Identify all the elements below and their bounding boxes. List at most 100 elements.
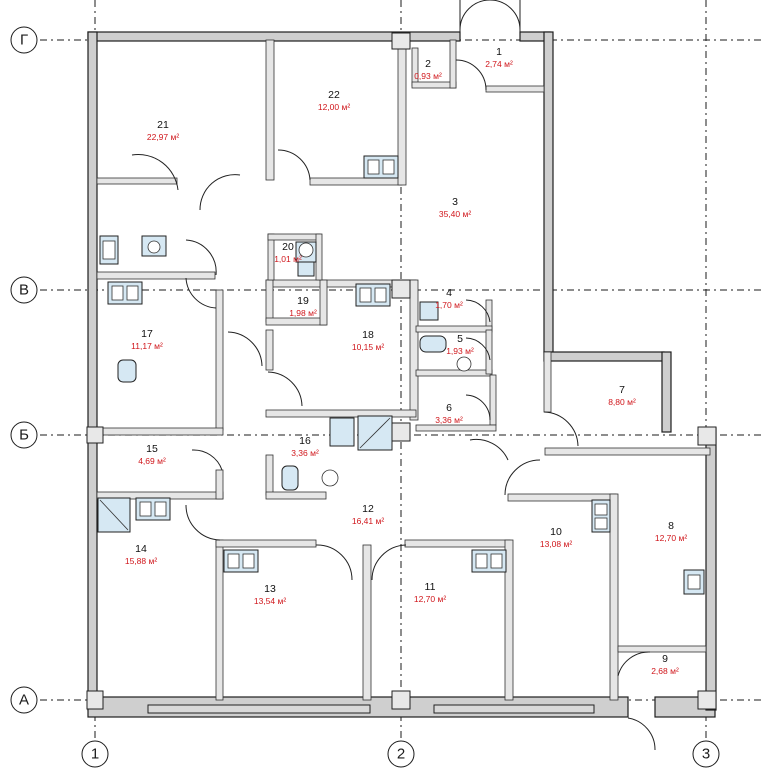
door-swing xyxy=(465,299,491,323)
sink-bowl xyxy=(321,469,339,487)
partition-5-right xyxy=(485,329,493,375)
axis-label-a: А xyxy=(19,692,29,709)
partition-7-left xyxy=(543,351,552,413)
door-swing xyxy=(543,411,579,447)
partition-20-top xyxy=(267,233,321,241)
axis-label-1: 1 xyxy=(91,746,99,763)
partition-22-right xyxy=(397,39,407,186)
partition-8-top xyxy=(544,447,711,456)
room-number: 9 xyxy=(662,653,668,665)
partition-16-bottom xyxy=(265,491,327,500)
room-area: 4,69 м² xyxy=(138,456,166,466)
wall-right-upper xyxy=(543,31,554,353)
door-swing xyxy=(185,239,217,276)
shower-tray xyxy=(329,417,355,447)
door-swing xyxy=(315,544,353,581)
partition-10-8 xyxy=(609,493,619,701)
partition-18-bottom xyxy=(265,409,417,418)
sink-basin xyxy=(687,574,701,590)
shower-diagonal xyxy=(99,499,129,531)
axis-label-2: 2 xyxy=(397,746,405,763)
partition-15-right xyxy=(215,469,224,500)
partition-6-bottom xyxy=(415,424,497,432)
wall-room7-top xyxy=(543,351,665,362)
window-bottom-1 xyxy=(147,704,371,714)
door-swing xyxy=(131,154,179,191)
partition-22-bottom xyxy=(309,177,403,186)
column xyxy=(391,32,411,50)
partition-16-left xyxy=(265,454,274,496)
room-number: 18 xyxy=(362,329,374,341)
shower-diagonal xyxy=(359,417,391,449)
column xyxy=(697,690,717,710)
door-swing xyxy=(617,651,651,677)
room-number: 4 xyxy=(446,287,452,299)
partition-17-right xyxy=(215,289,224,431)
room-area: 0,93 м² xyxy=(414,71,442,81)
sink-basin xyxy=(111,285,124,301)
room-number: 20 xyxy=(282,241,294,253)
toilet-fixture xyxy=(297,261,315,277)
toilet-fixture xyxy=(281,465,299,491)
axis-marker-3 xyxy=(692,740,720,768)
partition-4-right xyxy=(485,299,493,331)
room-number: 8 xyxy=(668,520,674,532)
axis-label-3: 3 xyxy=(702,746,710,763)
partition-21-22 xyxy=(265,39,275,181)
door-swing xyxy=(185,504,221,541)
partition-18-divider xyxy=(319,279,328,326)
toilet-fixture xyxy=(419,335,447,353)
partition-9-top xyxy=(617,645,707,653)
column xyxy=(391,279,411,299)
room-number: 15 xyxy=(146,443,158,455)
room-number: 14 xyxy=(135,543,147,555)
room-area: 12,70 м² xyxy=(655,533,687,543)
door-swing xyxy=(371,544,407,581)
door-swing xyxy=(459,0,491,31)
room-number: 21 xyxy=(157,119,169,131)
door-swing xyxy=(627,717,656,751)
room-number: 5 xyxy=(457,333,463,345)
column xyxy=(391,422,411,442)
partition-13-top xyxy=(215,539,317,548)
sink-basin xyxy=(594,503,608,516)
room-number: 22 xyxy=(328,89,340,101)
room-number: 7 xyxy=(619,384,625,396)
toilet-fixture xyxy=(419,301,439,321)
sink-basin xyxy=(139,501,152,517)
room-area: 12,00 м² xyxy=(318,102,350,112)
partition-4-bottom xyxy=(415,325,493,333)
column xyxy=(86,690,104,710)
room-area: 16,41 м² xyxy=(352,516,384,526)
room-number: 16 xyxy=(299,435,311,447)
room-area: 8,80 м² xyxy=(608,397,636,407)
room-area: 1,01 м² xyxy=(274,254,302,264)
axis-marker-v xyxy=(10,276,38,304)
sink-basin xyxy=(594,517,608,530)
room-number: 6 xyxy=(446,402,452,414)
room-area: 35,40 м² xyxy=(439,209,471,219)
partition-18-left xyxy=(265,329,274,371)
room-number: 1 xyxy=(496,46,502,58)
sink-basin xyxy=(102,240,116,260)
sink-basin xyxy=(126,285,139,301)
sink-basin xyxy=(382,159,395,175)
room-area: 12,70 м² xyxy=(414,594,446,604)
sink-basin xyxy=(242,553,255,569)
interior-partitions xyxy=(96,39,711,701)
axis-markers: Г В Б А 1 2 3 xyxy=(10,26,720,768)
sink-bowl xyxy=(456,356,472,372)
wall-left xyxy=(87,31,98,711)
axis-label-g: Г xyxy=(20,32,28,49)
partition-18-right xyxy=(409,279,419,421)
door-swing xyxy=(277,149,311,181)
sink-basin xyxy=(475,553,488,569)
window-bottom-2 xyxy=(433,704,595,714)
partition-5-bottom xyxy=(415,369,493,377)
door-swing xyxy=(455,59,487,91)
room-number: 10 xyxy=(550,526,562,538)
partition-19-bottom xyxy=(265,317,327,326)
partition-11-top xyxy=(404,539,511,548)
sink-basin xyxy=(367,159,380,175)
